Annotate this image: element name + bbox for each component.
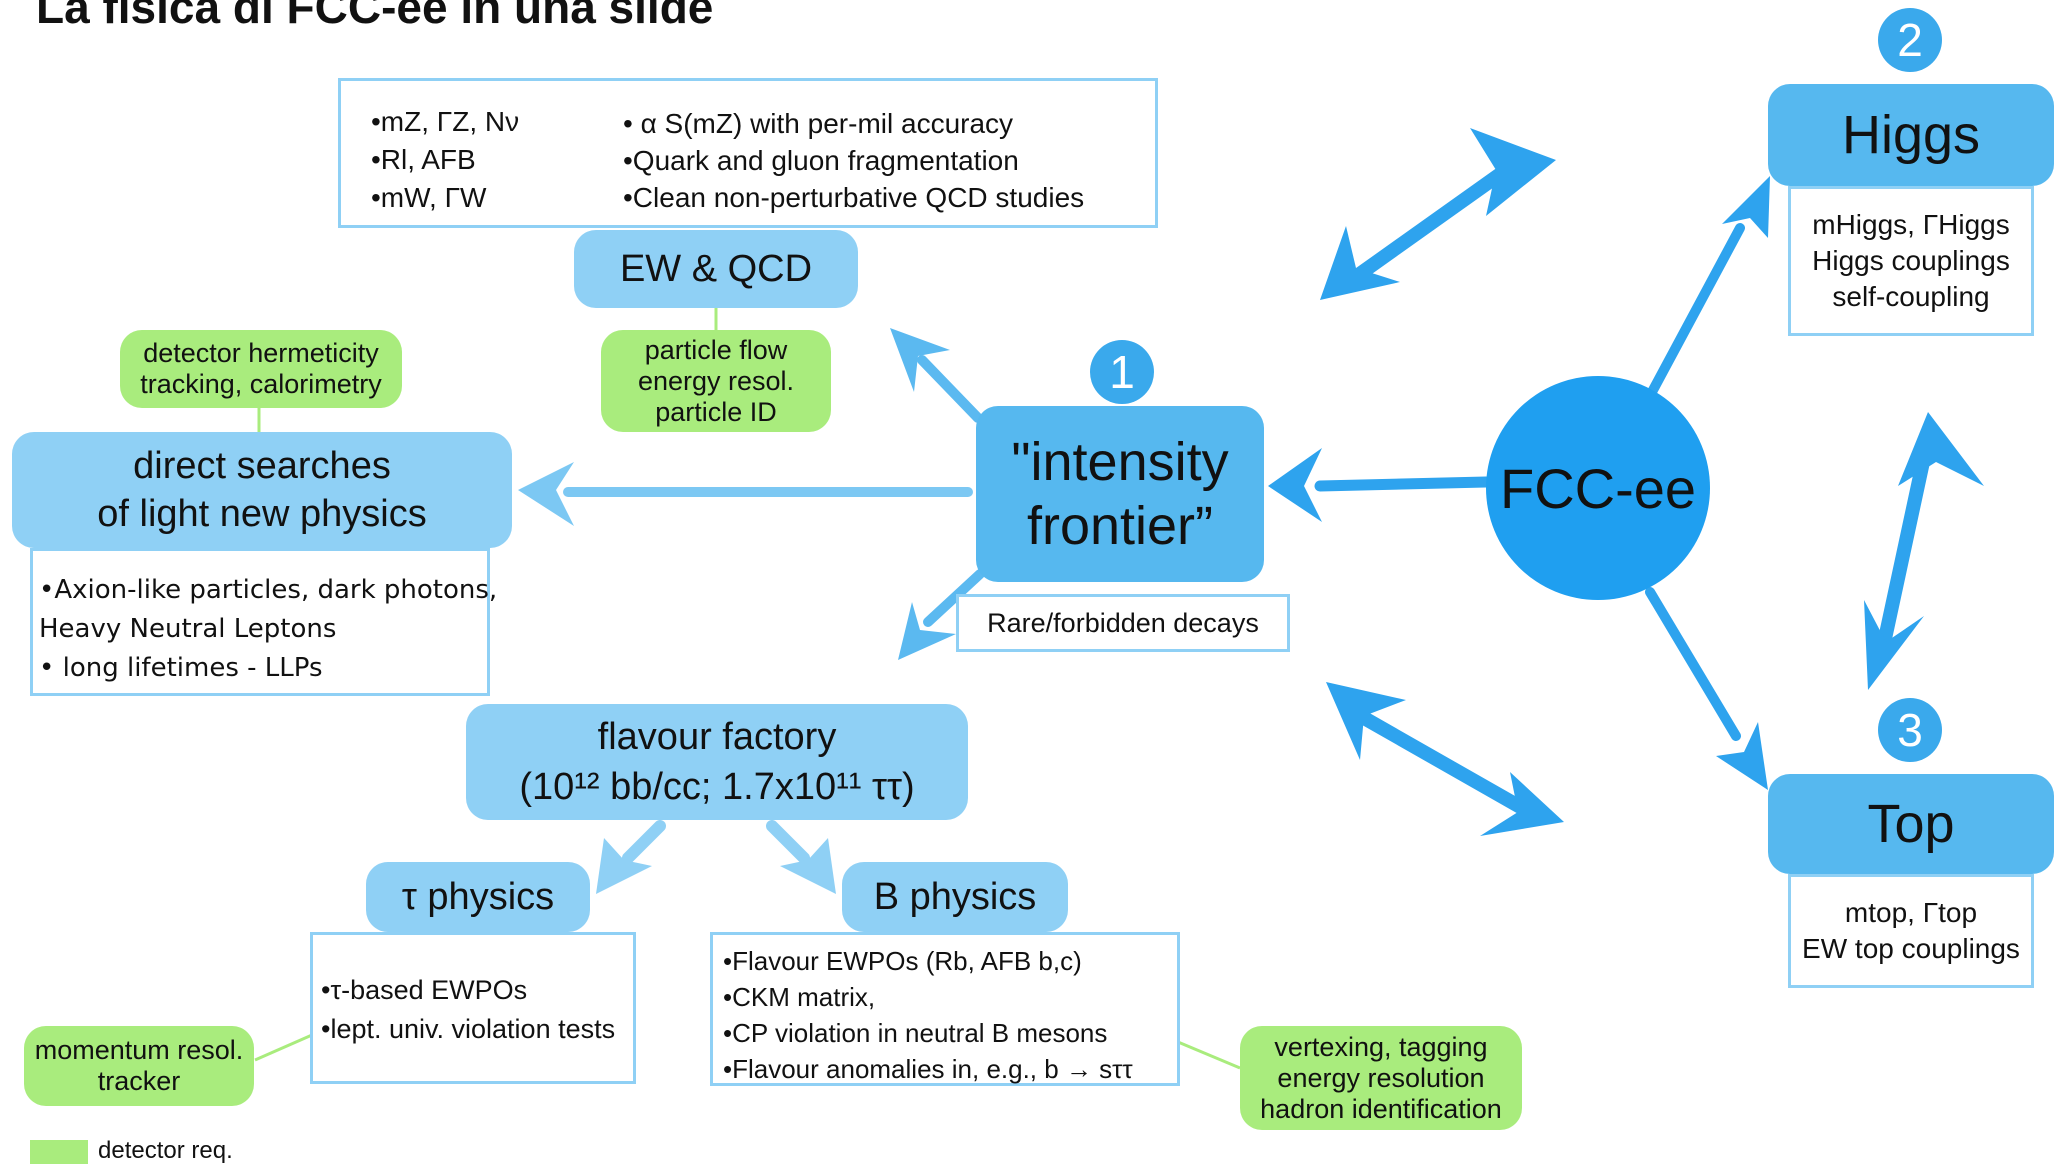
b-label: B physics [873,875,1037,918]
ewqcd-left-item: •mW, ΓW [371,182,487,213]
arrow-intensity-to-direct [518,462,973,526]
b-detector-box: vertexing, tagging energy resolution had… [1240,1026,1522,1130]
direct-item: Heavy Neutral Leptons [39,614,337,644]
arrow-flavour-to-b [766,820,836,894]
tau-item: •τ-based EWPOs [321,975,528,1005]
direct-item: •Axion-like particles, dark photons, [39,575,498,605]
detector-text: vertexing, tagging [1274,1031,1488,1062]
detector-text: energy resolution [1277,1062,1485,1093]
rare-decays-box: Rare/forbidden decays [956,594,1290,652]
arrow-flavour-to-tau [596,820,666,894]
higgs-label: Higgs [1841,105,1981,165]
tau-detector-box: momentum resol. tracker [24,1026,254,1106]
arrow-hub-to-higgs [1647,176,1770,397]
top-node: Top [1768,774,2054,874]
detector-text: hadron identification [1260,1093,1502,1124]
arrow-intensity-to-rare [898,569,985,660]
double-arrow-upper [1320,128,1556,300]
detector-text: momentum resol. [34,1035,244,1065]
direct-detector-box: detector hermeticity tracking, calorimet… [120,330,402,408]
tau-items-box: •τ-based EWPOs •lept. univ. violation te… [310,932,636,1084]
b-items-box: •Flavour EWPOs (Rb, AFB b,c) •CKM matrix… [710,932,1180,1086]
ewqcd-left-item: •Rl, AFB [371,144,476,175]
flavour-factory-node: flavour factory (10¹² bb/cc; 1.7x10¹¹ ττ… [466,704,968,820]
higgs-item: Higgs couplings [1812,245,2010,276]
rare-decays-label: Rare/forbidden decays [987,607,1259,638]
detector-text: particle flow [644,334,788,365]
arrow-hub-to-top [1645,587,1768,790]
intensity-frontier-node: "intensity frontier” [976,406,1264,582]
tau-physics-node: τ physics [366,862,590,932]
detector-text: tracking, calorimetry [140,369,382,399]
ewqcd-right-item: •Clean non-perturbative QCD studies [623,182,1085,213]
direct-searches-node: direct searches of light new physics [12,432,512,548]
b-item: •Flavour anomalies in, e.g., b → sττ [723,1054,1133,1084]
direct-label-line: direct searches [133,445,391,487]
detector-text: detector hermeticity [143,338,379,368]
direct-item: • long lifetimes - LLPs [39,653,323,683]
higgs-items-box: mHiggs, ΓHiggs Higgs couplings self-coup… [1788,186,2034,336]
top-item: EW top couplings [1802,933,2020,964]
b-physics-node: B physics [842,862,1068,932]
higgs-item: self-coupling [1832,281,1990,312]
arrow-hub-to-intensity [1268,448,1492,522]
higgs-node: Higgs [1768,84,2054,186]
ewqcd-left-item: •mZ, ΓZ, Nν [371,106,520,137]
fcc-ee-label: FCC-ee [1499,456,1697,520]
higgs-item: mHiggs, ΓHiggs [1812,209,2010,240]
double-arrow-lower [1326,682,1564,836]
ewqcd-observables-box: •mZ, ΓZ, Nν •Rl, AFB •mW, ΓW • α S(mZ) w… [338,78,1158,228]
detector-text: energy resol. [637,365,795,396]
direct-items-box: •Axion-like particles, dark photons, Hea… [30,548,497,696]
number-text: 3 [1897,704,1923,756]
number-text: 1 [1109,346,1135,398]
ewqcd-detector-box: particle flow energy resol. particle ID [601,330,831,432]
intensity-line: frontier” [1026,496,1214,556]
slide-title: La fisica di FCC-ee in una slide [36,0,714,33]
b-item: •CKM matrix, [723,982,876,1012]
connector-tau-detector [254,1033,313,1062]
fcc-ee-hub: FCC-ee [1486,376,1710,600]
ewqcd-node: EW & QCD [574,230,858,308]
number-badge-3: 3 [1878,698,1942,762]
top-item: mtop, Γtop [1844,897,1978,928]
ewqcd-right-item: •Quark and gluon fragmentation [623,145,1019,176]
connector-b-detector [1177,1040,1241,1070]
b-item: •Flavour EWPOs (Rb, AFB b,c) [723,946,1082,976]
number-text: 2 [1897,14,1923,66]
ewqcd-right-item: • α S(mZ) with per-mil accuracy [623,108,1014,139]
legend-swatch [30,1140,88,1164]
top-items-box: mtop, Γtop EW top couplings [1788,874,2034,988]
top-label: Top [1867,794,1955,854]
flavour-label-line: flavour factory [597,716,837,758]
intensity-line: "intensity [1011,432,1229,492]
arrow-intensity-to-ewqcd [890,328,983,423]
tau-label: τ physics [401,875,555,918]
legend-label: detector req. [98,1137,233,1164]
ewqcd-label: EW & QCD [619,247,813,290]
number-badge-1: 1 [1090,340,1154,404]
detector-text: particle ID [655,396,777,427]
number-badge-2: 2 [1878,8,1942,72]
direct-label-line: of light new physics [97,493,427,535]
b-item: •CP violation in neutral B mesons [723,1018,1108,1048]
flavour-label-line: (10¹² bb/cc; 1.7x10¹¹ ττ) [519,766,915,808]
double-arrow-right [1864,412,1984,690]
detector-text: tracker [97,1066,181,1096]
tau-item: •lept. univ. violation tests [321,1014,616,1044]
